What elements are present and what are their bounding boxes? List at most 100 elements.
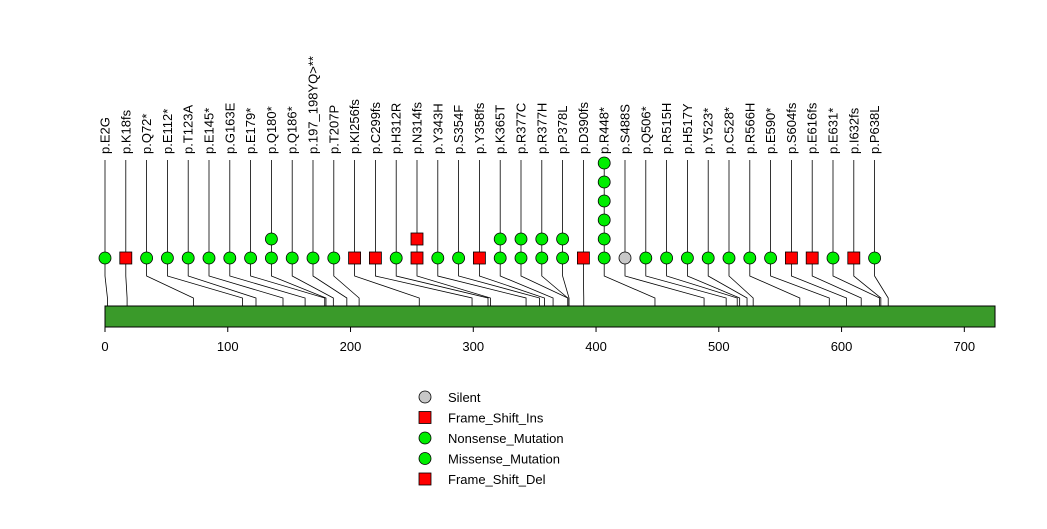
mutation-label: p.G163E	[222, 102, 237, 154]
mutation-marker-circle	[661, 252, 673, 264]
mutation-marker-circle	[286, 252, 298, 264]
mutation-label: p.E2G	[98, 117, 113, 154]
connector-line	[167, 258, 242, 306]
x-axis-tick-label: 700	[953, 339, 975, 354]
mutation-label: p.D390fs	[576, 101, 591, 154]
legend-swatch-circle	[419, 391, 431, 403]
mutation-label: p.Q186*	[285, 106, 300, 154]
connector-line	[708, 258, 747, 306]
connector-line	[854, 258, 881, 306]
mutation-marker-circle	[640, 252, 652, 264]
x-axis-tick-label: 200	[340, 339, 362, 354]
mutation-label: p.K18fs	[118, 109, 133, 154]
mutation-label: p.S604fs	[784, 102, 799, 154]
mutation-marker-circle	[494, 252, 506, 264]
mutation-marker-circle	[681, 252, 693, 264]
mutation-marker-circle	[536, 233, 548, 245]
mutation-label: p.R566H	[742, 103, 757, 154]
mutation-marker-circle	[598, 233, 610, 245]
mutation-marker-circle	[141, 252, 153, 264]
mutation-label: p.Q180*	[264, 106, 279, 154]
mutation-label: p.R377C	[514, 103, 529, 154]
protein-bar-group	[105, 306, 995, 327]
mutation-marker-circle	[598, 252, 610, 264]
mutation-marker-circle	[598, 214, 610, 226]
mutation-label: p.P638L	[867, 106, 882, 154]
mutation-marker-circle	[432, 252, 444, 264]
mutation-label: p.Y523*	[701, 108, 716, 154]
x-axis-tick-label: 0	[101, 339, 108, 354]
mutation-label: p.R448*	[597, 107, 612, 154]
mutation-marker-circle	[224, 252, 236, 264]
mutation-marker-circle	[598, 157, 610, 169]
mutation-label: p.E112*	[160, 109, 175, 154]
mutation-marker-circle	[515, 233, 527, 245]
mutation-label: p.K365T	[493, 105, 508, 154]
mutation-marker-circle	[307, 252, 319, 264]
mutation-marker-square	[473, 252, 485, 264]
mutation-marker-circle	[515, 252, 527, 264]
mutation-label: p.P378L	[555, 106, 570, 154]
mutation-label: p.E590*	[763, 108, 778, 154]
connector-line	[625, 258, 704, 306]
mutation-marker-circle	[598, 195, 610, 207]
connector-line	[271, 258, 326, 306]
mutation-marker-square	[848, 252, 860, 264]
mutation-label: p.Y358fs	[472, 102, 487, 154]
mutation-marker-circle	[869, 252, 881, 264]
mutation-marker-square	[349, 252, 361, 264]
mutation-label: p.R377H	[534, 103, 549, 154]
x-axis-tick-label: 400	[585, 339, 607, 354]
mutation-label: p.E179*	[243, 108, 258, 154]
mutation-marker-circle	[598, 176, 610, 188]
mutation-marker-circle	[723, 252, 735, 264]
mutation-label: p.R515H	[659, 103, 674, 154]
connector-line	[542, 258, 568, 306]
connector-line	[479, 258, 544, 306]
connector-line	[251, 258, 325, 306]
markers	[99, 157, 881, 264]
connector-line	[105, 258, 107, 306]
mutation-label: p.E631*	[826, 108, 841, 154]
x-axis-tick-label: 100	[217, 339, 239, 354]
connector-line	[875, 258, 889, 306]
legend-swatch-square	[419, 473, 431, 485]
connector-line	[833, 258, 880, 306]
mutation-marker-circle	[182, 252, 194, 264]
mutation-marker-circle	[245, 252, 257, 264]
connector-line	[355, 258, 420, 306]
protein-bar	[105, 306, 995, 327]
mutation-label: p.S488S	[618, 104, 633, 154]
mutation-marker-circle	[390, 252, 402, 264]
mutation-marker-circle	[765, 252, 777, 264]
mutation-label: p.N314fs	[410, 101, 425, 154]
mutation-marker-square	[369, 252, 381, 264]
mutation-label: p.C299fs	[368, 101, 383, 154]
connector-line	[687, 258, 739, 306]
connector-line	[188, 258, 256, 306]
mutation-marker-circle	[619, 252, 631, 264]
mutation-marker-square	[806, 252, 818, 264]
connector-line	[313, 258, 347, 306]
mutation-label: p.T207P	[326, 105, 341, 154]
mutation-label: p.H312R	[389, 103, 404, 154]
mutation-label: p.KI256fs	[347, 99, 362, 154]
connector-line	[230, 258, 305, 306]
mutation-marker-square	[785, 252, 797, 264]
mutation-marker-circle	[744, 252, 756, 264]
mutation-label: p.197_198YQ>**	[306, 56, 321, 154]
mutation-label: p.Y343H	[430, 103, 445, 154]
mutation-marker-circle	[557, 252, 569, 264]
mutation-marker-circle	[453, 252, 465, 264]
connector-line	[459, 258, 540, 306]
legend-label: Missense_Mutation	[448, 452, 560, 467]
mutation-marker-circle	[161, 252, 173, 264]
legend-swatch-circle	[419, 432, 431, 444]
legend-label: Frame_Shift_Del	[448, 472, 546, 487]
mutation-marker-square	[411, 233, 423, 245]
mutation-marker-circle	[557, 233, 569, 245]
connector-line	[375, 258, 472, 306]
